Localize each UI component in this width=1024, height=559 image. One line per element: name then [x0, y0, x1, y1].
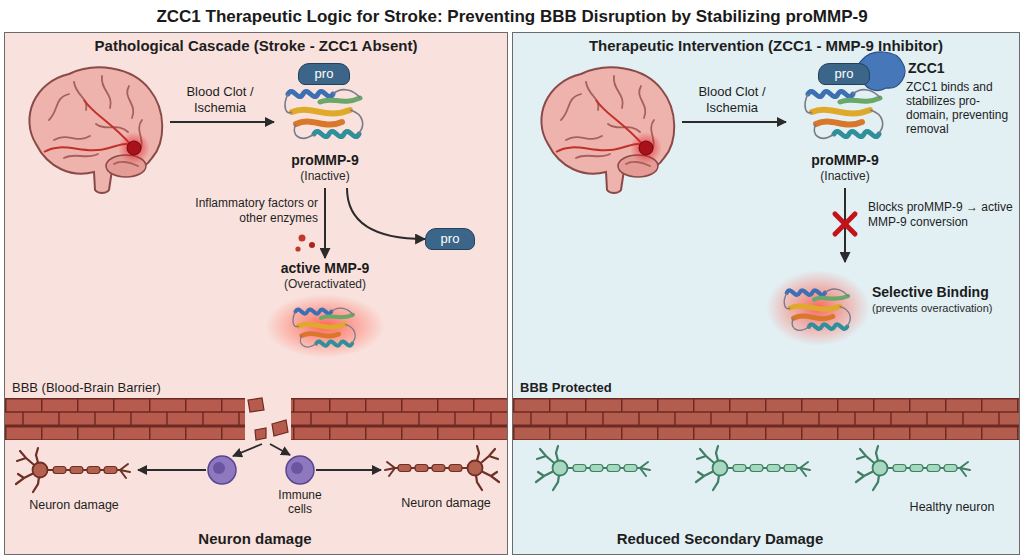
node-text: BBB Protected	[516, 380, 1016, 396]
node-text: Selective Binding	[872, 284, 1016, 301]
healthy-neuron	[696, 446, 810, 490]
node-text: pro	[426, 229, 474, 249]
node-text: pro	[819, 64, 869, 84]
healthy-neuron	[536, 446, 650, 490]
node-text: (Overactivated)	[255, 277, 395, 292]
summary-label: Neuron damage	[155, 530, 355, 548]
diagram-title: ZCC1 Therapeutic Logic for Stroke: Preve…	[0, 7, 1024, 27]
connector	[324, 188, 326, 258]
protein-figure	[805, 90, 883, 139]
block-x-mark	[835, 214, 855, 234]
node-text: Pathological Cascade (Stroke - ZCC1 Abse…	[5, 33, 507, 55]
pro-domain: pro	[818, 63, 870, 85]
protein-figure	[784, 289, 850, 330]
protein-figure	[285, 90, 363, 139]
cell-label: Immune cells	[268, 488, 332, 516]
leak-arrows	[138, 444, 381, 470]
protein-figure	[293, 308, 355, 347]
panel-ground	[4, 32, 508, 555]
inflammatory-dots	[295, 235, 315, 252]
protein-node: Selective Binding(prevents overactivatio…	[772, 262, 1016, 350]
molecule-label: ZCC1	[908, 60, 978, 77]
immune-cell	[208, 456, 314, 484]
damaged-neuron	[385, 446, 499, 490]
pro-domain: pro	[425, 228, 475, 250]
bbb-wall	[5, 398, 507, 440]
summary-label: Reduced Secondary Damage	[585, 530, 855, 548]
connector	[347, 188, 425, 239]
condition-label: Blood Clot / Ischemia	[682, 84, 782, 116]
bbb-wall	[513, 398, 1019, 440]
healthy-neuron	[856, 446, 970, 490]
node-text: proMMP-9	[790, 152, 900, 169]
edge-label: Inflammatory factors or other enzymes	[193, 196, 318, 226]
edge-label: Blocks proMMP-9 → active MMP-9 conversio…	[868, 200, 1014, 230]
activation-glow	[265, 294, 385, 358]
protein-node: proMMP-9(Inactive) pro	[790, 60, 900, 188]
panel: Pathological Cascade (Stroke - ZCC1 Abse…	[4, 32, 508, 555]
outcome-label: Healthy neuron	[893, 500, 1011, 515]
protein-node: proMMP-9(Inactive) pro	[270, 60, 380, 188]
node-text: Therapeutic Intervention (ZCC1 - MMP-9 I…	[513, 33, 1019, 55]
ischemia-arrow	[682, 121, 786, 123]
outcome-label: Neuron damage	[14, 498, 134, 513]
pro-domain: pro	[298, 63, 350, 85]
node-text: (prevents overactivation)	[872, 301, 1016, 315]
damaged-neuron	[16, 448, 130, 492]
node-text: proMMP-9	[270, 152, 380, 169]
protein-node: active MMP-9(Overactivated)	[255, 258, 395, 354]
ischemia-arrow	[170, 121, 274, 123]
barrier-band: BBB (Blood-Brain Barrier)	[8, 380, 504, 442]
node-text: (Inactive)	[790, 169, 900, 184]
panel-ground	[512, 32, 1020, 555]
activation-glow	[766, 270, 870, 346]
outcome-label: Neuron damage	[390, 496, 502, 511]
node-text: BBB (Blood-Brain Barrier)	[8, 380, 504, 396]
brain-illustration	[29, 67, 162, 193]
note-label: ZCC1 binds and stabilizes pro-domain, pr…	[906, 80, 1014, 136]
node-text: active MMP-9	[255, 260, 395, 277]
node-text: pro	[299, 64, 349, 84]
condition-label: Blood Clot / Ischemia	[170, 84, 270, 116]
barrier-band: BBB Protected	[516, 380, 1016, 442]
brain-illustration	[541, 67, 674, 193]
node-text: (Inactive)	[270, 169, 380, 184]
